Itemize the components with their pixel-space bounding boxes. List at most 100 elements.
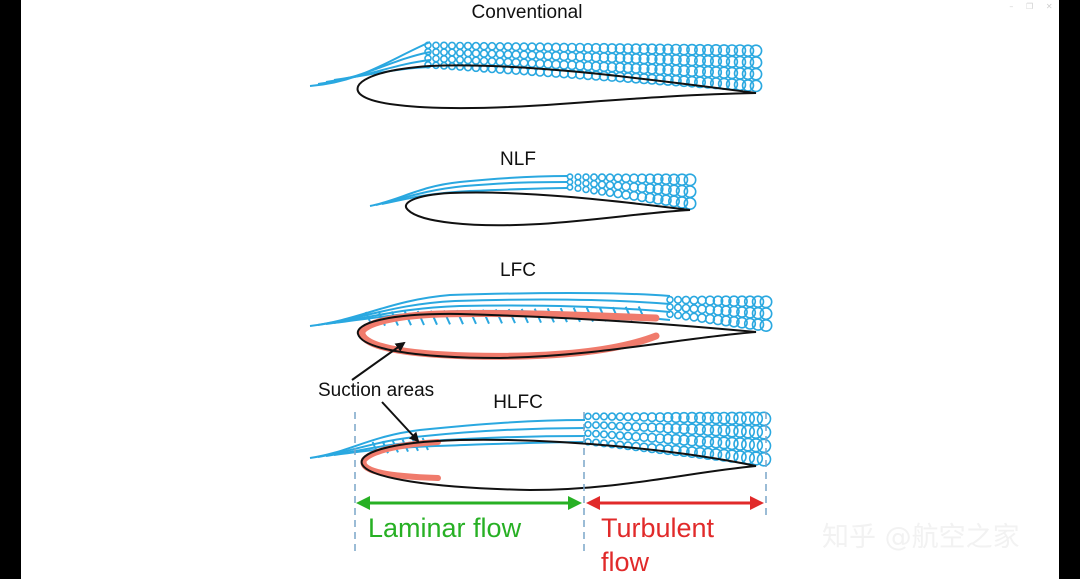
turbulence-eddy <box>535 58 545 69</box>
turbulence-eddy <box>621 190 631 200</box>
turbulence-eddy <box>463 55 473 65</box>
turbulence-eddy <box>605 188 615 198</box>
turbulence-eddy <box>673 303 683 312</box>
turbulence-eddy <box>717 436 731 450</box>
turbulence-eddy <box>527 42 537 52</box>
turbulence-eddy <box>607 412 617 421</box>
turbulence-eddy <box>693 435 706 448</box>
turbulence-eddy <box>455 55 465 64</box>
turbulence-eddy <box>660 194 672 206</box>
turbulence-eddy <box>582 185 590 194</box>
turbulence-eddy <box>678 423 690 435</box>
watermark-text: 知乎 @航空之家 <box>822 522 1020 553</box>
turbulence-eddy <box>551 51 561 61</box>
turbulence-eddy <box>681 295 691 305</box>
turbulence-eddy <box>613 189 623 199</box>
turbulence-eddy <box>673 295 683 305</box>
turbulence-eddy <box>623 431 633 441</box>
turbulent-label-line1: Turbulent <box>601 513 715 543</box>
turbulence-eddy <box>756 451 772 467</box>
turbulence-eddy <box>749 79 763 93</box>
turbulence-eddy <box>681 303 691 313</box>
close-icon[interactable]: ✕ <box>1045 1 1053 11</box>
turbulence-eddy <box>756 424 772 440</box>
nlf-streamlines <box>369 175 569 207</box>
turbulence-eddy <box>574 184 582 192</box>
hlfc-turbulent-region <box>584 411 772 467</box>
turbulence-eddy <box>471 56 481 65</box>
turbulence-eddy <box>751 318 765 331</box>
turbulence-eddy <box>543 42 553 53</box>
turbulence-eddy <box>432 41 440 50</box>
turbulence-eddy <box>487 49 497 59</box>
conventional-streamlines <box>309 41 431 87</box>
turbulence-eddy <box>503 49 513 59</box>
turbulence-eddy <box>709 435 723 449</box>
turbulence-eddy <box>678 434 690 446</box>
turbulence-eddy <box>689 312 699 322</box>
turbulence-eddy <box>701 435 715 448</box>
turbulence-eddy <box>689 304 699 314</box>
laminar-arrow <box>356 496 582 510</box>
turbulence-eddy <box>701 423 715 437</box>
turbulence-eddy <box>670 74 682 87</box>
minimize-icon[interactable]: – <box>1009 1 1014 11</box>
turbulence-eddy <box>479 49 489 58</box>
turbulence-eddy <box>636 191 648 203</box>
turbulence-eddy <box>709 448 723 461</box>
turbulence-eddy <box>471 41 481 51</box>
turbulence-eddy <box>673 311 683 320</box>
turbulence-eddy <box>748 451 764 466</box>
turbulence-eddy <box>670 411 682 424</box>
turbulence-eddy <box>749 56 763 69</box>
turbulence-eddy <box>693 423 706 436</box>
hlfc-title: HLFC <box>493 392 543 413</box>
lfc-title: LFC <box>500 260 536 281</box>
turbulence-eddy <box>666 303 674 311</box>
restore-icon[interactable]: ❐ <box>1026 1 1034 11</box>
turbulence-eddy <box>681 311 691 321</box>
hlfc-streamlines <box>309 419 586 459</box>
turbulence-eddy <box>662 433 674 445</box>
turbulence-eddy <box>686 446 698 458</box>
turbulence-eddy <box>686 434 698 447</box>
laminar-flow-label: Laminar flow <box>368 513 522 543</box>
turbulence-eddy <box>432 48 440 56</box>
turbulence-eddy <box>439 48 448 57</box>
turbulence-eddy <box>631 431 641 442</box>
turbulence-eddy <box>495 49 505 59</box>
turbulence-eddy <box>678 75 690 88</box>
turbulence-eddy <box>424 61 432 69</box>
turbulence-eddy <box>654 433 666 444</box>
turbulence-eddy <box>709 411 723 425</box>
turbulence-eddy <box>597 180 607 189</box>
turbulence-eddy <box>589 179 598 188</box>
turbulence-eddy <box>662 444 674 456</box>
turbulence-eddy <box>728 315 740 328</box>
turbulence-eddy <box>689 295 699 305</box>
turbulence-eddy <box>725 436 739 451</box>
turbulence-eddy <box>511 42 521 52</box>
turbulence-eddy <box>455 48 465 57</box>
turbulence-eddy <box>686 411 698 424</box>
turbulence-eddy <box>463 63 473 72</box>
turbulence-eddy <box>574 179 582 187</box>
turbulence-eddy <box>598 70 610 82</box>
turbulence-eddy <box>693 411 706 424</box>
lfc-airfoil <box>356 312 757 360</box>
turbulence-eddy <box>623 421 633 432</box>
turbulence-eddy <box>551 59 561 70</box>
turbulence-eddy <box>455 62 465 71</box>
turbulence-eddy <box>566 183 574 191</box>
nlf-airfoil-group: NLF <box>369 149 697 227</box>
turbulence-eddy <box>605 180 615 190</box>
turbulence-eddy <box>631 421 641 432</box>
turbulence-eddy <box>607 421 617 431</box>
turbulence-eddy <box>527 58 537 68</box>
turbulence-eddy <box>717 411 731 425</box>
turbulence-eddy <box>551 42 561 53</box>
turbulence-eddy <box>652 193 664 205</box>
conventional-airfoil-group: Conventional <box>309 2 763 110</box>
turbulence-eddy <box>615 421 625 431</box>
conventional-turbulent-region <box>424 41 763 93</box>
